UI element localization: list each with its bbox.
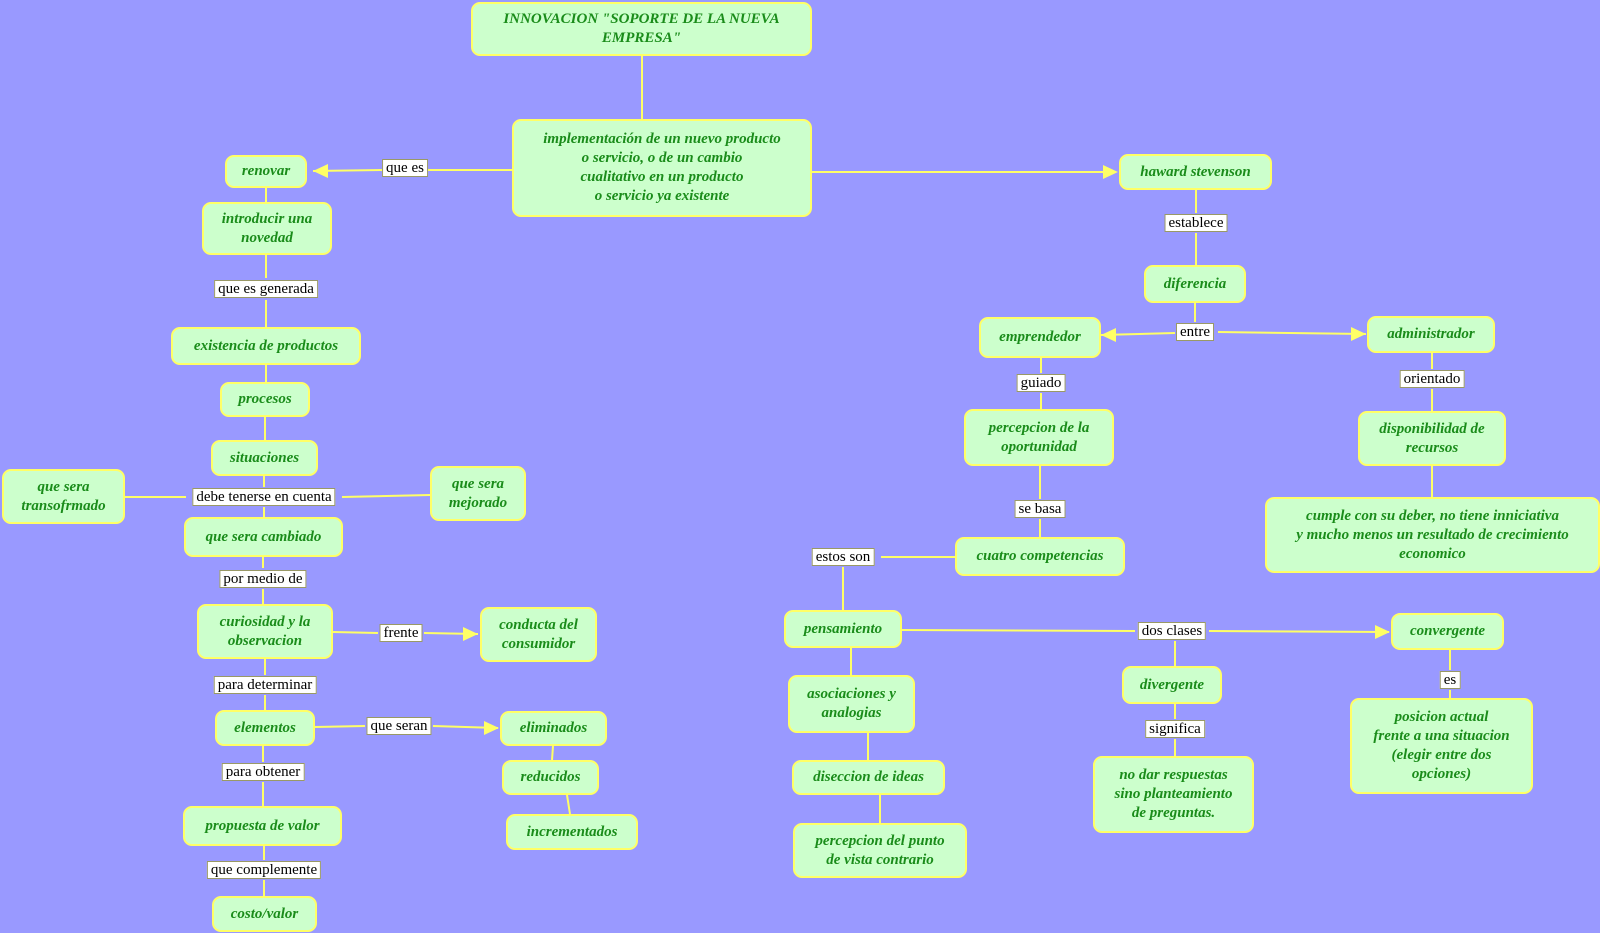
node-curiosidad[interactable]: curiosidad y la observacion	[197, 604, 333, 659]
node-asociaciones-analogias[interactable]: asociaciones y analogias	[788, 675, 915, 733]
connector-line	[901, 629, 1136, 632]
connector-line	[332, 631, 379, 634]
label-orientado: orientado	[1399, 370, 1465, 388]
node-administrador[interactable]: administrador	[1367, 316, 1495, 353]
connector-line	[314, 725, 366, 728]
arrowhead	[1351, 327, 1366, 341]
node-conducta-consumidor[interactable]: conducta del consumidor	[480, 607, 597, 662]
node-transformado[interactable]: que sera transofrmado	[2, 469, 125, 524]
node-haward-stevenson[interactable]: haward stevenson	[1119, 154, 1272, 190]
arrowhead	[1375, 625, 1390, 639]
label-para-determinar: para determinar	[213, 676, 317, 694]
node-diseccion-ideas[interactable]: diseccion de ideas	[792, 760, 945, 795]
node-convergente[interactable]: convergente	[1391, 613, 1504, 650]
node-emprendedor[interactable]: emprendedor	[979, 317, 1101, 358]
label-que-es-generada: que es generada	[214, 280, 318, 298]
node-costo-valor[interactable]: costo/valor	[212, 896, 317, 932]
arrowhead	[463, 627, 478, 641]
node-procesos[interactable]: procesos	[220, 382, 310, 417]
node-posicion-actual[interactable]: posicion actual frente a una situacion (…	[1350, 698, 1533, 794]
node-propuesta-valor[interactable]: propuesta de valor	[183, 806, 342, 846]
node-situaciones[interactable]: situaciones	[211, 440, 318, 476]
label-guiado: guiado	[1016, 374, 1066, 392]
label-dos-clases: dos clases	[1137, 622, 1207, 640]
arrowhead	[1103, 165, 1118, 179]
node-divergente[interactable]: divergente	[1122, 666, 1222, 704]
node-pensamiento[interactable]: pensamiento	[784, 610, 902, 648]
label-para-obtener: para obtener	[221, 763, 305, 781]
connector-line	[566, 794, 571, 815]
connector-line	[341, 494, 431, 498]
node-percepcion-punto-vista[interactable]: percepcion del punto de vista contrario	[793, 823, 967, 878]
label-que-complemente: que complemente	[206, 861, 322, 879]
node-mejorado[interactable]: que sera mejorado	[430, 466, 526, 521]
arrowhead	[313, 164, 328, 178]
node-reducidos[interactable]: reducidos	[502, 760, 599, 795]
node-existencia-productos[interactable]: existencia de productos	[171, 327, 361, 365]
connector-line	[1217, 331, 1367, 335]
arrowhead	[484, 721, 499, 735]
node-diferencia[interactable]: diferencia	[1144, 265, 1246, 303]
node-cuatro-competencias[interactable]: cuatro competencias	[955, 537, 1125, 576]
node-cumple-deber[interactable]: cumple con su deber, no tiene inniciativ…	[1265, 497, 1600, 573]
label-es: es	[1439, 671, 1461, 689]
label-establece: establece	[1164, 214, 1228, 232]
connector-line	[551, 745, 554, 761]
node-introducir-novedad[interactable]: introducir una novedad	[202, 202, 332, 255]
label-entre: entre	[1176, 323, 1214, 341]
node-disponibilidad-recursos[interactable]: disponibilidad de recursos	[1358, 411, 1506, 466]
arrowhead	[1101, 328, 1116, 342]
node-eliminados[interactable]: eliminados	[500, 711, 607, 746]
label-frente: frente	[379, 624, 423, 642]
label-que-seran: que seran	[366, 717, 432, 735]
node-percepcion-oportunidad[interactable]: percepcion de la oportunidad	[964, 409, 1114, 466]
node-incrementados[interactable]: incrementados	[506, 814, 638, 850]
label-por-medio-de: por medio de	[219, 570, 307, 588]
label-que-es: que es	[382, 159, 428, 177]
node-cambiado[interactable]: que sera cambiado	[184, 517, 343, 557]
node-no-dar-respuestas[interactable]: no dar respuestas sino planteamiento de …	[1093, 756, 1254, 833]
node-title[interactable]: INNOVACION "SOPORTE DE LA NUEVA EMPRESA"	[471, 2, 812, 56]
label-estos-son: estos son	[811, 548, 875, 566]
connector-line	[1208, 630, 1390, 633]
label-se-basa: se basa	[1014, 500, 1066, 518]
label-debe-tenerse: debe tenerse en cuenta	[192, 488, 336, 506]
node-definition[interactable]: implementación de un nuevo producto o se…	[512, 119, 812, 217]
label-significa: significa	[1145, 720, 1205, 738]
node-renovar[interactable]: renovar	[225, 155, 307, 188]
node-elementos[interactable]: elementos	[215, 710, 315, 746]
